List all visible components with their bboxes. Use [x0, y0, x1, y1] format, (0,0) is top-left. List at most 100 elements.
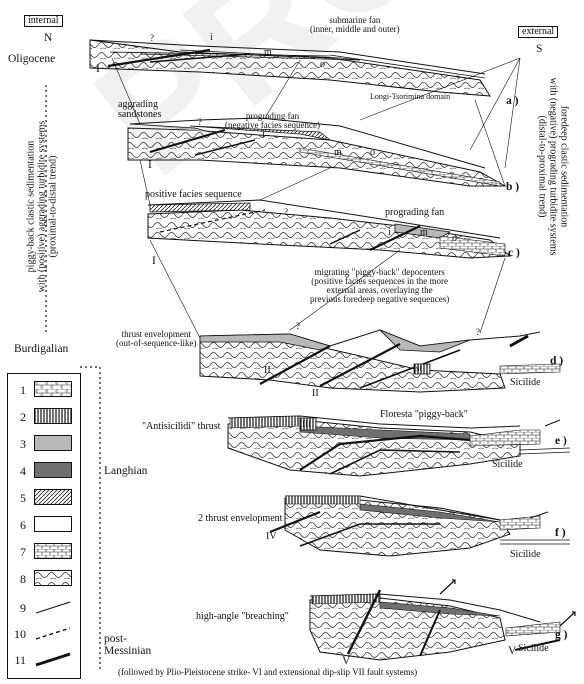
panel-a-i: i: [210, 33, 213, 43]
panel-f-sicilide: Sicilide: [510, 550, 541, 560]
legend-item: 11: [8, 648, 80, 672]
panel-d-st: st: [416, 364, 422, 373]
panel-c-prograding: prograding fan: [385, 208, 444, 218]
panel-b-aggrading: aggrading sandstones: [118, 100, 161, 120]
panel-e-roman: III: [302, 420, 311, 429]
panel-d-q2: ?: [476, 328, 480, 337]
panel-b-prograding: prograding fan (negative facies sequence…: [225, 112, 320, 130]
legend-swatch-limestone: [34, 381, 72, 397]
panel-g-roman2: V: [508, 646, 516, 658]
panel-b-i: i: [262, 130, 265, 140]
panel-d-letter: d ): [550, 356, 563, 368]
panel-c-q1: ?: [284, 208, 288, 217]
legend-item: 10: [8, 622, 80, 646]
legend-number: 1: [14, 383, 26, 398]
legend-item: 2: [8, 405, 80, 429]
panel-c-letter: c ): [508, 248, 520, 260]
legend-number: 2: [14, 410, 26, 425]
panel-c-roman: I: [152, 256, 156, 268]
legend-swatch-brick: [34, 543, 72, 559]
legend-swatch-thin-line: [34, 599, 72, 615]
north-label: N: [44, 33, 52, 45]
legend-swatch-contorted: [34, 570, 72, 586]
legend-number: 5: [14, 491, 26, 506]
external-label: external: [518, 26, 558, 38]
panel-c-positive: positive facies sequence: [145, 190, 242, 200]
legend-swatch-blank: [34, 516, 72, 532]
legend-swatch-dark-grey: [34, 462, 72, 478]
right-vertical-note: foredeep clastic sedimentation with (neg…: [537, 57, 570, 277]
internal-label: internal: [24, 15, 63, 27]
legend-item: 3: [8, 432, 80, 456]
legend-swatch-diagonal-hatch: [34, 489, 72, 505]
panel-c-section: [148, 200, 510, 258]
panel-c-i: i: [388, 228, 391, 238]
legend-item: 8: [8, 567, 80, 591]
panel-g-sicilide: Sicilide: [518, 644, 549, 654]
legend-item: 6: [8, 513, 80, 537]
panel-e-letter: e ): [555, 436, 567, 448]
legend-swatch-thick-line: [34, 651, 72, 667]
panel-f-envelopment: 2 thrust envelopment: [198, 514, 282, 524]
legend-item: 9: [8, 596, 80, 620]
panel-b-q1: ?: [198, 118, 202, 127]
panel-b-letter: b ): [506, 182, 519, 194]
panel-f-letter: f ): [555, 528, 566, 540]
legend-number: 7: [14, 545, 26, 560]
panel-d-roman1: II: [264, 366, 271, 376]
legend-item: 5: [8, 486, 80, 510]
legend-number: 8: [14, 572, 26, 587]
left-vertical-note: piggy-back clastic sedimentation with (p…: [26, 97, 59, 317]
age-dotted-bracket: [80, 367, 100, 670]
panel-a-section: [90, 40, 490, 96]
legend-swatch-dashed-line: [34, 625, 72, 641]
panel-g-breaching: high-angle "breaching": [196, 612, 289, 622]
panel-g-letter: g ): [555, 630, 567, 642]
panel-g-roman1: V: [342, 656, 350, 668]
panel-a-roman: I: [96, 64, 100, 76]
legend-item: 1: [8, 378, 80, 402]
panel-e-floresta: Floresta "piggy-back": [380, 410, 468, 420]
panel-a-m: m: [264, 48, 272, 58]
panel-a-q1: ?: [150, 34, 154, 43]
age-messinian: post- Messinian: [104, 634, 151, 657]
panel-b-roman: I: [148, 160, 152, 172]
panel-b-m: m: [334, 148, 342, 158]
panel-d-section: [200, 330, 560, 392]
panel-e-antisicilidi: "Antisicilidi" thrust: [142, 422, 220, 432]
panel-f-roman: IV: [266, 532, 277, 542]
legend-swatch-light-grey: [34, 435, 72, 451]
legend-number: 3: [14, 437, 26, 452]
panel-d-sicilide: Sicilide: [510, 378, 541, 388]
panel-a-q2: ?: [456, 75, 460, 84]
legend-number: 11: [14, 653, 26, 668]
panel-f-section: [270, 496, 570, 556]
panel-c-o: o: [452, 234, 457, 244]
legend-number: 4: [14, 464, 26, 479]
panel-a-domain: Longi-Tsorimina domain: [370, 93, 450, 101]
panel-a-o: o: [320, 60, 325, 70]
legend-swatch-vertical-hatch: [34, 408, 72, 424]
panel-d-envelopment: thrust envelopment (out-of-sequence-like…: [116, 330, 196, 348]
panel-e-sicilide: Sicilide: [492, 460, 523, 470]
south-label: S: [536, 44, 542, 56]
panel-a-letter: a ): [506, 96, 518, 108]
legend-number: 10: [14, 627, 26, 642]
panel-c-m: m: [420, 228, 428, 238]
age-burdigalian: Burdigalian: [14, 344, 68, 356]
legend-box: 1 2 3 4 5 6 7 8: [7, 373, 81, 679]
legend-number: 9: [14, 601, 26, 616]
age-langhian: Langhian: [104, 466, 147, 478]
panel-d-q1: ?: [296, 322, 300, 331]
legend-number: 6: [14, 518, 26, 533]
age-oligocene: Oligocene: [8, 54, 55, 66]
panel-b-o: o: [370, 148, 375, 158]
panel-d-roman2: II: [312, 389, 319, 399]
legend-item: 4: [8, 459, 80, 483]
panel-a-fan-label: submarine fan (inner, middle and outer): [310, 16, 400, 34]
legend-item: 7: [8, 540, 80, 564]
footer-note: (followed by Plio-Pleistocene strike- VI…: [118, 668, 417, 677]
panel-d-migrating: migrating "piggy-back" depocenters (posi…: [310, 268, 449, 304]
